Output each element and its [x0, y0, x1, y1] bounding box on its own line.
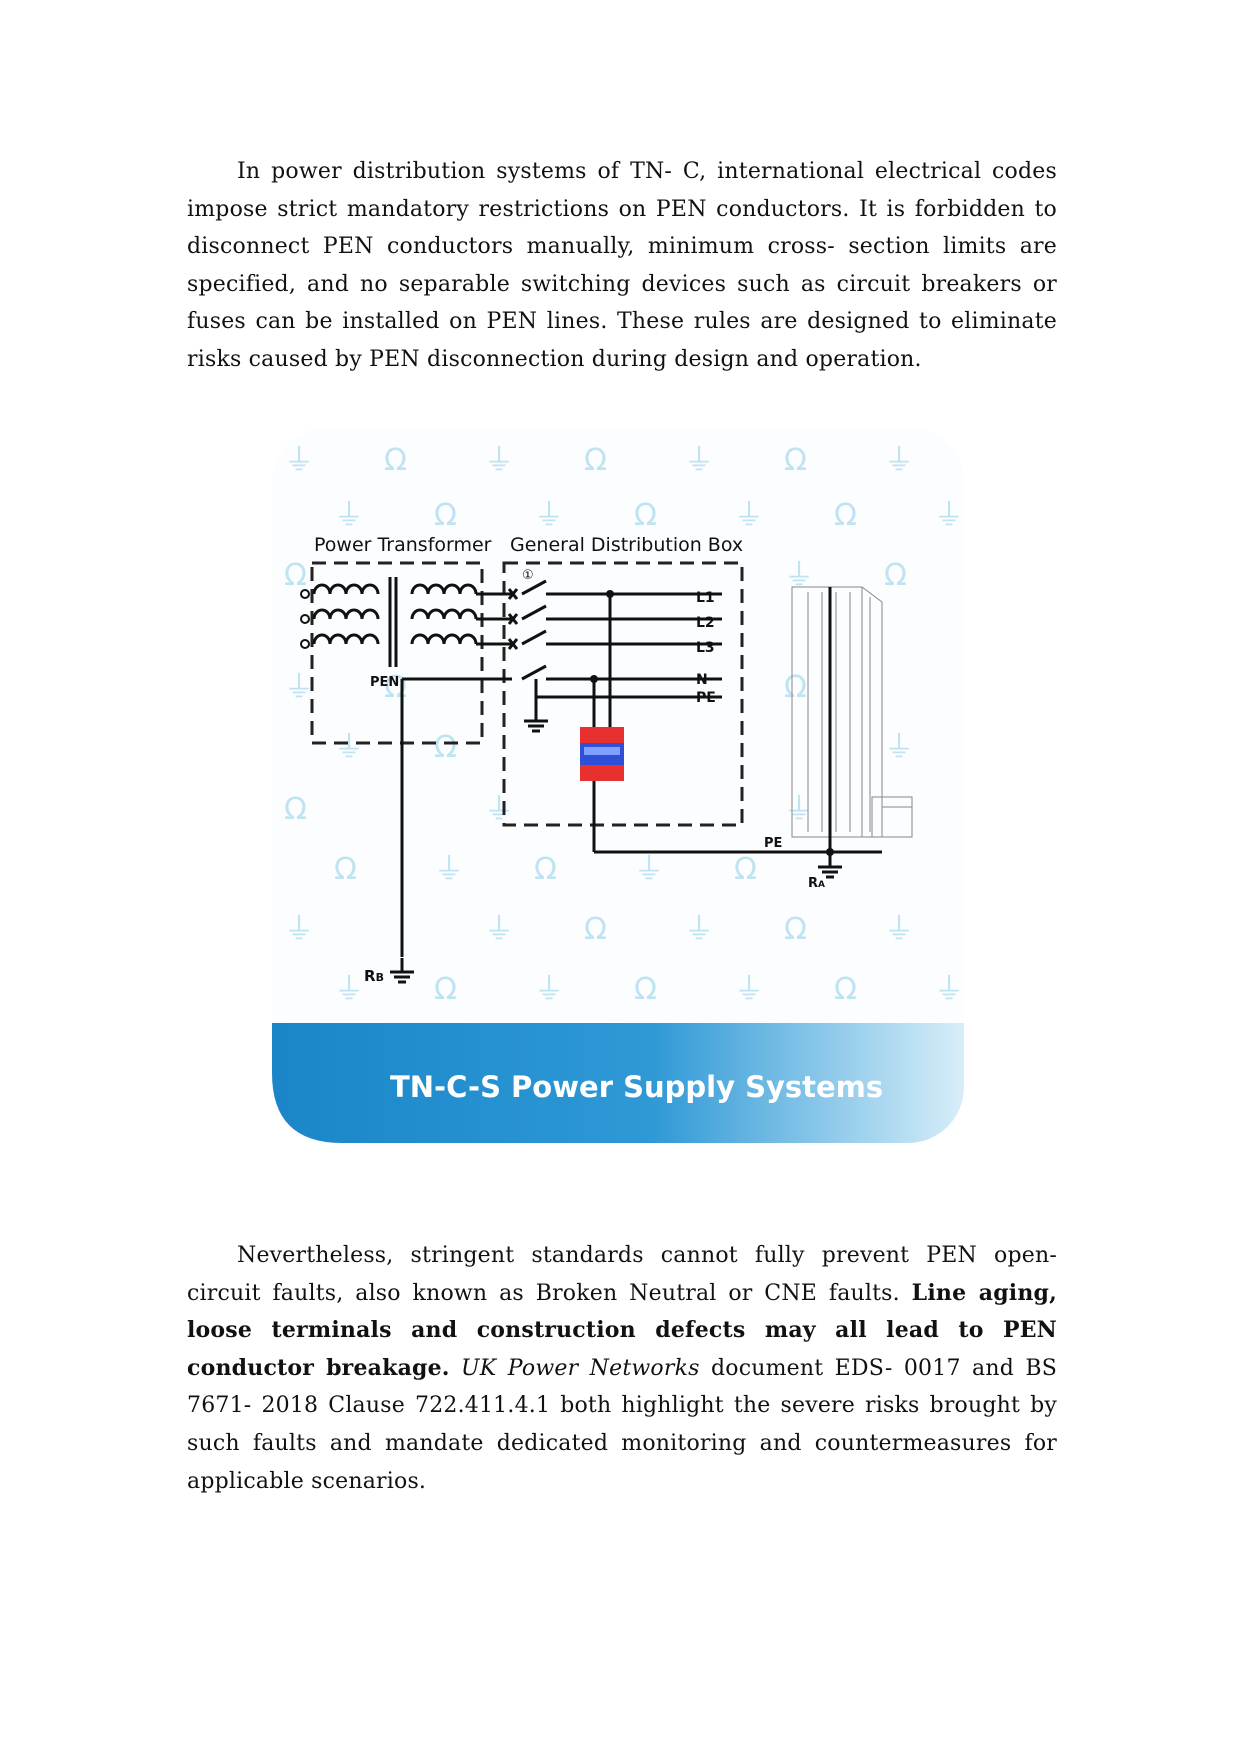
ohm-watermark-icon: Ω	[434, 730, 457, 765]
ground-watermark-icon: ⏚	[334, 972, 364, 1007]
ground-watermark-icon: ⏚	[284, 443, 314, 478]
rb-ground-icon	[388, 956, 416, 984]
ground-watermark-icon: ⏚	[934, 498, 964, 533]
ground-watermark-icon: ⏚	[284, 912, 314, 947]
rb-label: RB	[364, 967, 384, 985]
paragraph-faults: Nevertheless, stringent standards cannot…	[187, 1237, 1057, 1500]
watermark-row: Ω ⏚ Ω ⏚ Ω	[334, 852, 757, 887]
ra-label: RA	[808, 876, 825, 891]
paragraph-intro: In power distribution systems of TN- C, …	[187, 153, 1057, 379]
watermark-row: ⏚ Ω Ω	[284, 670, 807, 705]
pe-label: PE	[696, 690, 716, 706]
transformer-windings	[300, 577, 478, 667]
ohm-watermark-icon: Ω	[634, 972, 657, 1007]
watermark-row: ⏚ Ω ⏚ Ω ⏚ Ω ⏚	[334, 498, 964, 533]
paragraph-faults-sep	[450, 1356, 461, 1381]
distribution-box-label: General Distribution Box	[510, 534, 743, 556]
paragraph-intro-text: In power distribution systems of TN- C, …	[187, 159, 1057, 372]
paragraph-faults-text-start: Nevertheless, stringent standards cannot…	[187, 1243, 1057, 1306]
ground-watermark-icon: ⏚	[334, 730, 364, 765]
ohm-watermark-icon: Ω	[334, 852, 357, 887]
ground-watermark-icon: ⏚	[734, 972, 764, 1007]
watermark-row: ⏚ ⏚ Ω ⏚ Ω ⏚	[284, 912, 914, 947]
ohm-watermark-icon: Ω	[734, 852, 757, 887]
ground-watermark-icon: ⏚	[884, 443, 914, 478]
ground-watermark-icon: ⏚	[484, 912, 514, 947]
ohm-watermark-icon: Ω	[384, 443, 407, 478]
building-icon	[791, 586, 913, 838]
ohm-watermark-icon: Ω	[284, 792, 307, 827]
ground-watermark-icon: ⏚	[434, 852, 464, 887]
ohm-watermark-icon: Ω	[584, 912, 607, 947]
paragraph-faults-bold: Line aging, loose terminals and construc…	[187, 1279, 1057, 1381]
ohm-watermark-icon: Ω	[584, 443, 607, 478]
ohm-watermark-icon: Ω	[884, 558, 907, 593]
watermark-row: ⏚ Ω ⏚ Ω ⏚ Ω ⏚	[334, 972, 964, 1007]
pe-building-label: PE	[764, 836, 782, 851]
ground-watermark-icon: ⏚	[534, 498, 564, 533]
ohm-watermark-icon: Ω	[434, 972, 457, 1007]
ohm-watermark-icon: Ω	[784, 443, 807, 478]
paragraph-faults-italic: UK Power Networks	[461, 1355, 700, 1381]
power-transformer-label: Power Transformer	[314, 534, 492, 556]
ohm-watermark-icon: Ω	[534, 852, 557, 887]
ground-watermark-icon: ⏚	[334, 498, 364, 533]
watermark-row: Ω ⏚ ⏚	[284, 792, 814, 827]
ground-watermark-icon: ⏚	[484, 443, 514, 478]
ohm-watermark-icon: Ω	[784, 912, 807, 947]
watermark-pattern: ⏚ Ω ⏚ Ω ⏚ Ω ⏚ ⏚ Ω ⏚ Ω ⏚ Ω ⏚ Ω ⏚ Ω	[284, 443, 964, 1007]
l1-label: L1	[696, 590, 715, 606]
ra-ground-icon	[816, 851, 844, 879]
tncs-diagram-figure: ⏚ Ω ⏚ Ω ⏚ Ω ⏚ ⏚ Ω ⏚ Ω ⏚ Ω ⏚ Ω ⏚ Ω	[272, 427, 964, 1143]
paragraph-faults-text-end: document EDS- 0017 and BS 7671- 2018 Cla…	[187, 1355, 1057, 1494]
pen-label: PEN	[370, 675, 399, 690]
watermark-row: ⏚ Ω ⏚ Ω ⏚ Ω ⏚	[284, 443, 914, 478]
ground-watermark-icon: ⏚	[684, 443, 714, 478]
distribution-box	[502, 561, 744, 827]
switch-crosses	[507, 588, 519, 650]
ground-watermark-icon: ⏚	[634, 852, 664, 887]
surge-protector-icon	[580, 727, 624, 781]
l3-label: L3	[696, 640, 715, 656]
circled-one-label: ①	[522, 568, 534, 583]
watermark-row: ⏚ Ω ⏚	[334, 730, 914, 765]
ground-watermark-icon: ⏚	[884, 912, 914, 947]
ohm-watermark-icon: Ω	[284, 558, 307, 593]
ohm-watermark-icon: Ω	[834, 498, 857, 533]
ohm-watermark-icon: Ω	[634, 498, 657, 533]
ground-watermark-icon: ⏚	[734, 498, 764, 533]
ground-watermark-icon: ⏚	[484, 792, 514, 827]
phase-lines	[400, 579, 882, 957]
ground-watermark-icon: ⏚	[884, 730, 914, 765]
ohm-watermark-icon: Ω	[784, 670, 807, 705]
ground-watermark-icon: ⏚	[534, 972, 564, 1007]
ground-watermark-icon: ⏚	[784, 558, 814, 593]
l2-label: L2	[696, 615, 715, 631]
ground-watermark-icon: ⏚	[684, 912, 714, 947]
banner-title: TN-C-S Power Supply Systems	[390, 1070, 883, 1104]
ground-watermark-icon: ⏚	[784, 792, 814, 827]
title-banner	[272, 1023, 964, 1143]
ohm-watermark-icon: Ω	[434, 498, 457, 533]
ohm-watermark-icon: Ω	[834, 972, 857, 1007]
box-ground-icon	[522, 705, 550, 733]
ground-watermark-icon: ⏚	[934, 972, 964, 1007]
n-label: N	[696, 672, 708, 688]
ground-watermark-icon: ⏚	[284, 670, 314, 705]
